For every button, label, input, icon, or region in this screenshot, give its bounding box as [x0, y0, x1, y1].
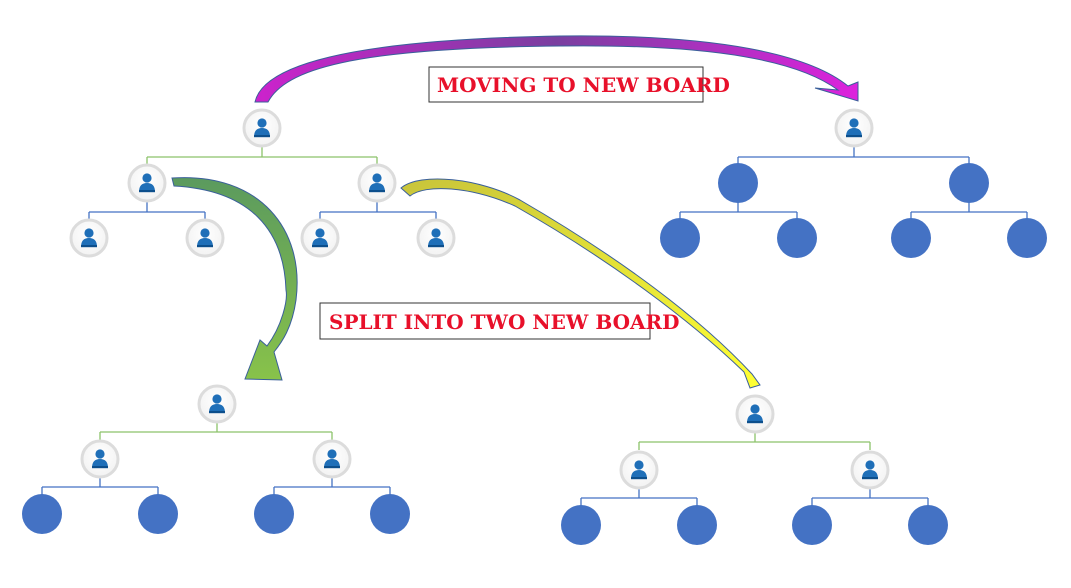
empty-slot-circle — [660, 218, 700, 258]
member-node — [242, 108, 282, 148]
member-nodes — [69, 108, 890, 490]
split-arrow-left — [171, 177, 298, 381]
moving-label-box: MOVING TO NEW BOARD — [428, 66, 730, 103]
member-node — [185, 218, 225, 258]
empty-slot-nodes — [22, 163, 1047, 545]
member-node — [834, 108, 874, 148]
empty-slot-circle — [777, 218, 817, 258]
connectors-tree-3-sub — [41, 478, 391, 495]
member-node — [312, 439, 352, 479]
member-node — [850, 450, 890, 490]
connectors-tree-2 — [679, 146, 1028, 220]
split-label-box: SPLIT INTO TWO NEW BOARD — [319, 302, 680, 340]
member-node — [357, 163, 397, 203]
empty-slot-circle — [891, 218, 931, 258]
connectors-tree-4 — [638, 433, 871, 450]
member-node — [416, 218, 456, 258]
empty-slot-circle — [908, 505, 948, 545]
member-node — [619, 450, 659, 490]
empty-slot-circle — [254, 494, 294, 534]
empty-slot-circle — [949, 163, 989, 203]
empty-slot-circle — [677, 505, 717, 545]
connectors-tree-4-sub — [580, 489, 929, 506]
member-node — [80, 439, 120, 479]
member-node — [197, 384, 237, 424]
empty-slot-circle — [792, 505, 832, 545]
connectors-tree-1 — [146, 146, 378, 164]
split-arrow-right — [400, 178, 761, 389]
empty-slot-circle — [22, 494, 62, 534]
moving-arrow — [254, 35, 859, 103]
connectors-tree-1-sub — [88, 200, 437, 220]
empty-slot-circle — [718, 163, 758, 203]
empty-slot-circle — [138, 494, 178, 534]
empty-slot-circle — [370, 494, 410, 534]
empty-slot-circle — [561, 505, 601, 545]
connectors-tree-3 — [99, 422, 333, 440]
moving-label: MOVING TO NEW BOARD — [437, 73, 730, 97]
member-node — [69, 218, 109, 258]
member-node — [300, 218, 340, 258]
empty-slot-circle — [1007, 218, 1047, 258]
member-node — [735, 394, 775, 434]
split-label: SPLIT INTO TWO NEW BOARD — [329, 310, 680, 334]
member-node — [127, 163, 167, 203]
